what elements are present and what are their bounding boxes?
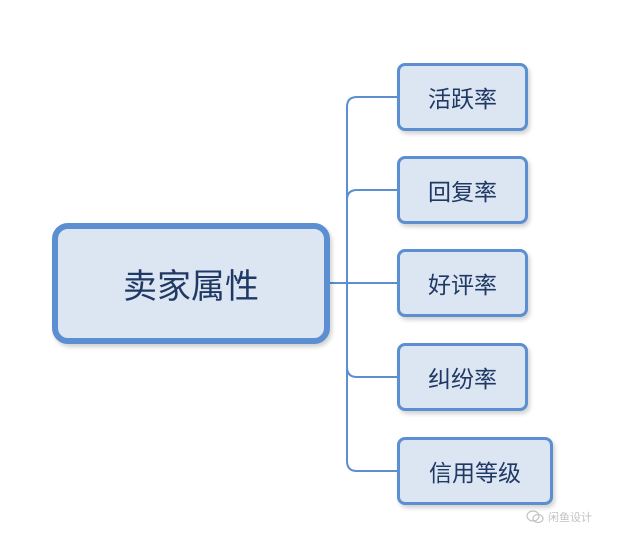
watermark-text: 闲鱼设计: [548, 511, 592, 524]
child-node-1: 活跃率: [397, 63, 528, 131]
child-node-3: 好评率: [397, 249, 528, 317]
child-node-label: 活跃率: [428, 87, 497, 113]
root-node: 卖家属性: [52, 223, 330, 344]
child-node-label: 好评率: [428, 273, 497, 299]
child-node-label: 信用等级: [429, 461, 521, 487]
connector-branch-4: [346, 366, 397, 378]
watermark: 闲鱼设计: [526, 509, 592, 525]
wechat-icon: [526, 510, 544, 524]
child-node-4: 纠纷率: [397, 343, 528, 411]
root-node-label: 卖家属性: [123, 267, 259, 307]
child-node-label: 回复率: [428, 180, 497, 206]
child-node-2: 回复率: [397, 156, 528, 224]
child-node-5: 信用等级: [397, 437, 553, 505]
connector-branch-2: [346, 189, 397, 201]
child-node-label: 纠纷率: [428, 367, 497, 393]
connector-spine: [346, 96, 358, 472]
